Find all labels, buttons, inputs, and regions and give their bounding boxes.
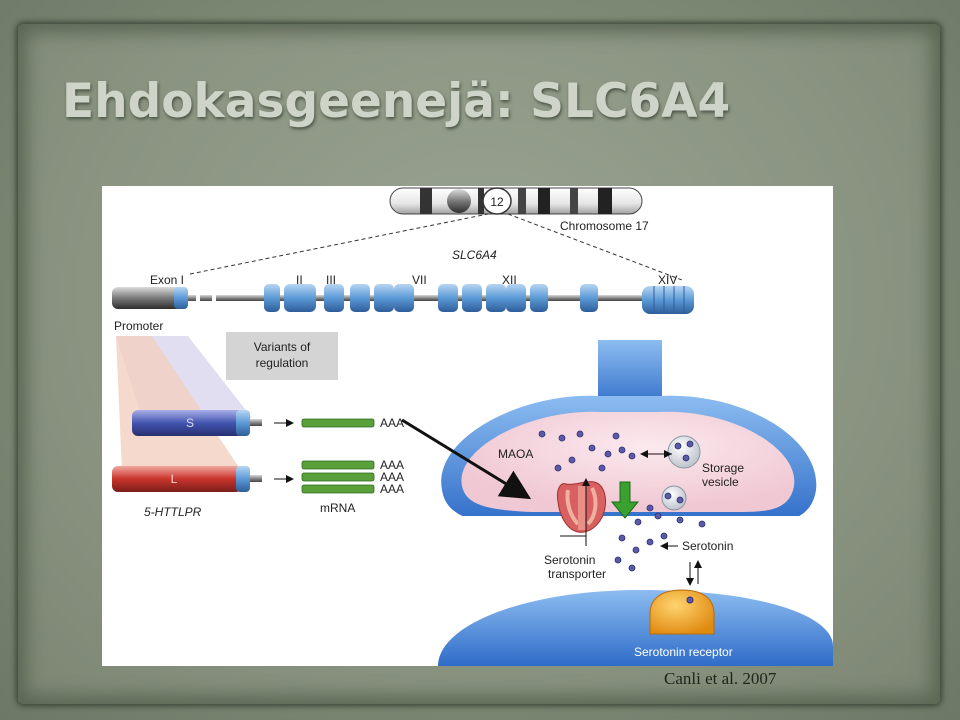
poly-a-l1: AAA [380,458,404,472]
transporter-label-line2: transporter [548,567,606,581]
variants-line2: regulation [256,356,309,370]
l-allele-label: L [171,472,178,486]
figure-svg: 12 Chromosome 17 SLC6A4 Exon I II III VI… [112,187,833,666]
transporter-label-line1: Serotonin [544,553,595,567]
s-allele: S [132,410,262,436]
exon-label-iii: III [326,273,336,287]
chromosome-label: Chromosome 17 [560,219,649,233]
exon-label-vii: VII [412,273,427,287]
presynaptic-neuron [441,340,817,526]
slc6a4-figure: 12 Chromosome 17 SLC6A4 Exon I II III VI… [102,186,833,666]
chromosome-number: 12 [490,195,504,209]
s-allele-label: S [186,416,194,430]
gene-structure [112,284,694,314]
httlpr-label: 5-HTTLPR [144,505,202,519]
poly-a-l2: AAA [380,470,404,484]
serotonin-transporter [557,481,607,533]
serotonin-molecules [538,430,706,572]
receptor-label: Serotonin receptor [634,645,733,659]
exon-label-xii: XII [502,273,517,287]
variants-box [226,332,338,380]
exon-label-1: Exon I [150,273,184,287]
postsynaptic-neuron [438,589,833,666]
storage-vesicle-line1: Storage [702,461,744,475]
slide-title: Ehdokasgeenejä: SLC6A4 [62,74,731,129]
chromosome: 12 [389,187,643,215]
promoter-label: Promoter [114,319,163,333]
poly-a-s: AAA [380,416,404,430]
variants-line1: Variants of [254,340,311,354]
promoter-zoom-l [116,336,242,472]
exon-label-xiv: XIV [658,273,677,287]
mrna-strands [301,418,375,494]
mrna-label: mRNA [320,501,355,515]
expression-arrow [401,418,532,500]
release-arrow-green [610,481,640,519]
storage-vesicle-line2: vesicle [702,475,739,489]
exon-label-ii: II [296,273,303,287]
maoa-label: MAOA [498,447,533,461]
zoom-line-right [507,213,683,281]
l-allele: L [112,466,262,492]
serotonin-label: Serotonin [682,539,733,553]
zoom-line-left [189,213,489,275]
gene-label: SLC6A4 [452,248,497,262]
citation: Canli et al. 2007 [664,669,777,688]
poly-a-l3: AAA [380,482,404,496]
